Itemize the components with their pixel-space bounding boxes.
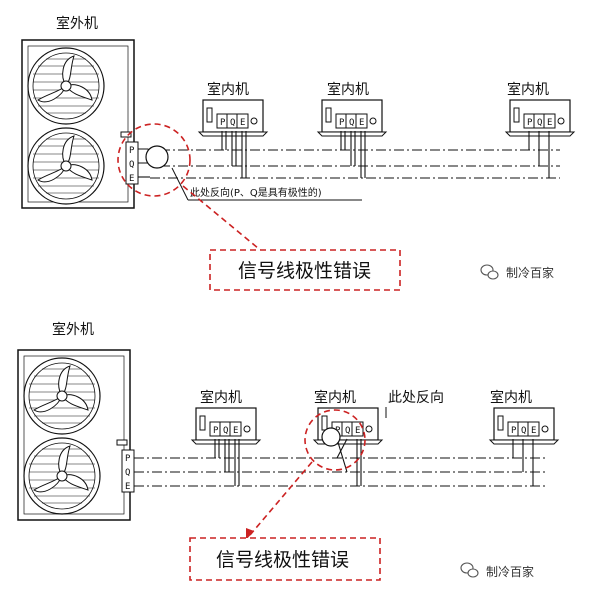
indoor-unit-top-3: P Q E	[505, 99, 575, 137]
terminal-q: Q	[223, 426, 228, 436]
fan-icon	[27, 47, 105, 125]
terminal-p: P	[511, 426, 517, 436]
annotation-leader-top	[171, 167, 189, 201]
signal-wires-bottom	[134, 438, 545, 487]
error-box-text-bottom: 信号线极性错误	[216, 549, 349, 571]
indoor-unit-top-1: P Q E	[198, 99, 268, 137]
reversed-junction-bottom	[321, 427, 341, 447]
terminal-e: E	[547, 118, 552, 128]
terminal-e: E	[129, 174, 134, 184]
error-box-bottom	[189, 537, 381, 581]
terminal-e: E	[240, 118, 245, 128]
indoor-unit-label-bottom-3: 室内机	[490, 389, 532, 406]
highlight-circle-top	[117, 123, 191, 197]
terminal-p: P	[220, 118, 226, 128]
terminal-p: P	[213, 426, 219, 436]
reversed-junction-top	[145, 145, 169, 169]
watermark-top: 制冷百家	[506, 265, 554, 280]
bottom-annotation: 此处反向	[388, 390, 444, 406]
error-box-top	[209, 249, 401, 291]
highlight-circle-bottom	[304, 409, 366, 471]
fan-icon	[27, 127, 105, 205]
terminal-q: Q	[125, 468, 130, 478]
error-arrow-bottom	[249, 461, 313, 536]
fan-icon	[23, 357, 101, 435]
terminal-q: Q	[129, 160, 134, 170]
error-arrow-top	[182, 185, 271, 259]
indoor-unit-bottom-3: P Q E	[489, 407, 559, 445]
terminal-q: Q	[230, 118, 235, 128]
fan-icon	[23, 437, 101, 515]
signal-wires-top	[138, 131, 560, 179]
terminal-e: E	[233, 426, 238, 436]
indoor-unit-label-top-3: 室内机	[507, 81, 549, 98]
outdoor-unit-bottom: P Q E	[17, 349, 135, 521]
outdoor-unit-label-bottom: 室外机	[52, 321, 94, 338]
terminal-p: P	[129, 146, 135, 156]
outdoor-unit-label-top: 室外机	[56, 15, 98, 32]
terminal-q: Q	[349, 118, 354, 128]
indoor-unit-label-top-1: 室内机	[207, 81, 249, 98]
terminal-e: E	[531, 426, 536, 436]
terminal-p: P	[527, 118, 533, 128]
indoor-unit-bottom-1: P Q E	[191, 407, 261, 445]
watermark-bottom: 制冷百家	[486, 564, 534, 579]
terminal-q: Q	[345, 426, 350, 436]
terminal-p: P	[125, 454, 131, 464]
error-box-text-top: 信号线极性错误	[238, 260, 371, 282]
terminal-e: E	[355, 426, 360, 436]
terminal-p: P	[339, 118, 345, 128]
indoor-unit-top-2: P Q E	[317, 99, 387, 137]
terminal-q: Q	[521, 426, 526, 436]
indoor-unit-label-top-2: 室内机	[327, 81, 369, 98]
terminal-e: E	[125, 482, 130, 492]
indoor-unit-label-bottom-1: 室内机	[200, 389, 242, 406]
terminal-e: E	[359, 118, 364, 128]
indoor-unit-label-bottom-2: 室内机	[314, 389, 356, 406]
wechat-icon	[480, 264, 499, 280]
terminal-q: Q	[537, 118, 542, 128]
wechat-icon	[460, 562, 479, 578]
outdoor-unit-top: P Q E	[21, 39, 139, 209]
annotation-text-top: 此处反向(P、Q是具有极性的)	[190, 186, 322, 199]
